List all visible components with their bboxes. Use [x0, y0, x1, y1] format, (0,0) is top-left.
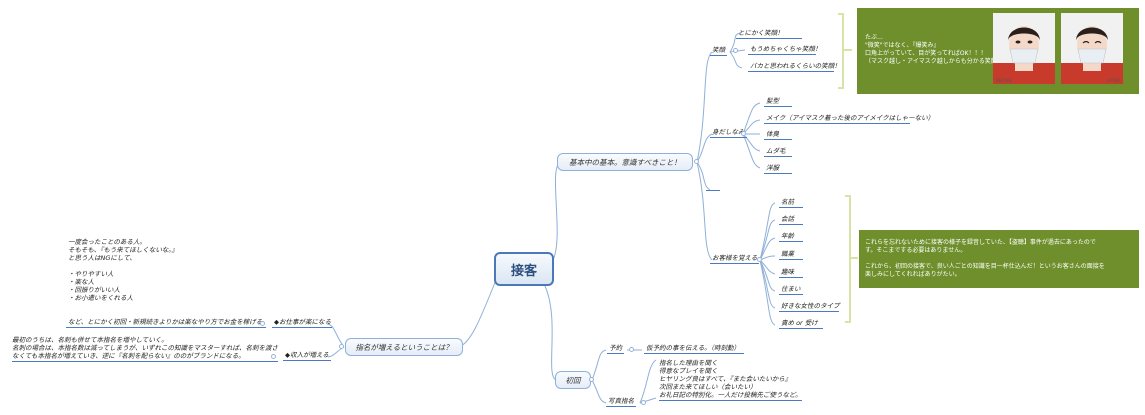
- smile-note-line: "微笑"ではなく、『爆笑み』: [865, 42, 940, 49]
- collapse-knob-reservation[interactable]: [629, 347, 634, 352]
- grooming-item-2[interactable]: メイク（アイマスク着った後のアイメイクはしゃーない）: [764, 114, 935, 124]
- smile-item-2[interactable]: もうめちゃくちゃ笑顔！: [748, 45, 822, 55]
- remember-item-name[interactable]: 名前: [779, 198, 803, 208]
- nomination-line: お礼日記の特別化。一人だけ投稿先ご使うなど。: [659, 391, 802, 399]
- income-line: なくても本指名が増えていき、逆に『名刺を配らない』ののがブランドになる。: [12, 352, 245, 360]
- nomination-text[interactable]: 指名した理由を聞く 得意なプレイを聞く ヒヤリング良はすべて、『また会いたいから…: [659, 359, 802, 401]
- topic-basic[interactable]: 基本中の基本。意識すべきこと！: [557, 153, 693, 171]
- remember-item-conversation[interactable]: 会話: [779, 215, 803, 225]
- collapse-knob-grooming[interactable]: [741, 131, 746, 136]
- collapse-knob-basic[interactable]: [694, 159, 699, 164]
- nomination-line: 指名した理由を聞く: [659, 359, 718, 367]
- side-text-line: ・やりやすい人: [68, 270, 114, 278]
- remember-note-line: これから、初回の接客で、良い人ごとの知識を目一杯仕込んだ！というお客さんの面接を: [865, 263, 1105, 270]
- topic-first-visit[interactable]: 初回: [555, 371, 591, 389]
- easy-work-side-text: 一度会ったことのある人。 そもそも、『もう来てほしくないな。』 と思う人はNGに…: [68, 238, 178, 302]
- topic-increase[interactable]: 指名が増えるということは？: [345, 338, 463, 356]
- reservation-text[interactable]: 仮予約の事を伝える。（時刻勤）: [644, 344, 744, 354]
- remember-note-line: 楽しみにしてくれればありがたい。: [865, 271, 961, 278]
- income-line: 最初のうちは、名刺も併せて本指名を増やしていく。: [12, 336, 168, 344]
- side-text-line: と思う人はNGにして、: [68, 254, 136, 262]
- side-text-line: ・楽な人: [68, 278, 94, 286]
- node-smile[interactable]: 笑顔: [710, 46, 727, 56]
- smile-item-1[interactable]: とにかく笑顔！: [736, 29, 802, 39]
- side-text-line: ・お小遣いをくれる人: [68, 294, 133, 302]
- after-caption: AFTER: [1107, 78, 1120, 83]
- nomination-line: 次回また来てほしい（会いたい）: [659, 383, 757, 391]
- side-text-line: ・回振りがいい人: [68, 286, 120, 294]
- root-topic[interactable]: 接客: [494, 252, 554, 286]
- grooming-item-4[interactable]: ムダ毛: [764, 147, 792, 157]
- node-easy-work[interactable]: ◆お仕事が楽になる: [272, 318, 332, 328]
- remember-note-line: す。そこまでする必要はありません。: [865, 247, 967, 254]
- grooming-empty-node[interactable]: [706, 183, 720, 191]
- nomination-line: 得意なプレイを聞く: [659, 367, 718, 375]
- collapse-knob-increase[interactable]: [339, 344, 344, 349]
- before-photo: BEFORE: [993, 13, 1055, 84]
- collapse-knob-first[interactable]: [589, 377, 594, 382]
- node-grooming[interactable]: 身だしなみ: [710, 128, 747, 138]
- remember-item-sm[interactable]: 責め or 受け: [779, 319, 823, 329]
- remember-item-job[interactable]: 職業: [779, 250, 803, 260]
- side-text-line: 一度会ったことのある人。: [68, 238, 146, 246]
- remember-item-age[interactable]: 年齢: [779, 232, 803, 242]
- node-reservation[interactable]: 予約: [607, 344, 624, 354]
- node-income-up[interactable]: ◆収入が増える: [283, 351, 331, 361]
- remember-item-hobby[interactable]: 趣味: [779, 268, 803, 278]
- grooming-item-1[interactable]: 髪型: [764, 97, 792, 107]
- remember-note-line: これらを忘れないために接客の様子を録音していた、【​盗聴】事件が過去にあったので: [865, 239, 1096, 246]
- node-photo-nomination[interactable]: 写真指名: [606, 397, 636, 407]
- smile-note-line: （マスク越し・アイマスク越しからも分かる笑顔）: [865, 58, 1003, 65]
- remember-item-home[interactable]: 住まい: [779, 285, 803, 295]
- smile-note-line: 口角上がっていて、目が笑ってればOK！！！: [865, 50, 987, 57]
- collapse-knob-income-detail[interactable]: [271, 354, 276, 359]
- smile-note-line: たぶ…: [865, 34, 884, 41]
- easy-work-text[interactable]: など、とにかく初回・新規続きよりかは楽なやり方でお金を稼げる。: [66, 318, 269, 328]
- collapse-knob-easy-work-detail[interactable]: [260, 321, 265, 326]
- before-caption: BEFORE: [996, 78, 1013, 83]
- side-text-line: そもそも、『もう来てほしくないな。』: [68, 246, 178, 254]
- income-line: 名刺の場合は、本指名数は減ってしまうが、いずれこの知識をマスターすれば、名刺を渡…: [12, 344, 279, 352]
- grooming-item-5[interactable]: 洋服: [764, 164, 792, 174]
- grooming-item-3[interactable]: 体臭: [764, 130, 792, 140]
- nomination-line: ヒヤリング良はすべて、『また会いたいから』: [659, 375, 792, 383]
- node-remember-customer[interactable]: お客様を覚える: [710, 254, 760, 264]
- collapse-knob-smile[interactable]: [733, 48, 738, 53]
- collapse-knob-remember[interactable]: [757, 257, 762, 262]
- income-text[interactable]: 最初のうちは、名刺も併せて本指名を増やしていく。 名刺の場合は、本指名数は減って…: [12, 336, 279, 362]
- remember-note: これらを忘れないために接客の様子を録音していた、【​盗聴】事件が過去にあったので…: [859, 230, 1139, 288]
- smile-item-3[interactable]: バカと思われるくらいの笑顔！: [748, 62, 841, 72]
- remember-note-line: [865, 255, 1133, 263]
- collapse-knob-nomination[interactable]: [641, 400, 646, 405]
- side-text-line: [68, 262, 178, 270]
- after-photo: AFTER: [1061, 13, 1123, 84]
- remember-item-type[interactable]: 好きな女性のタイプ: [779, 302, 840, 312]
